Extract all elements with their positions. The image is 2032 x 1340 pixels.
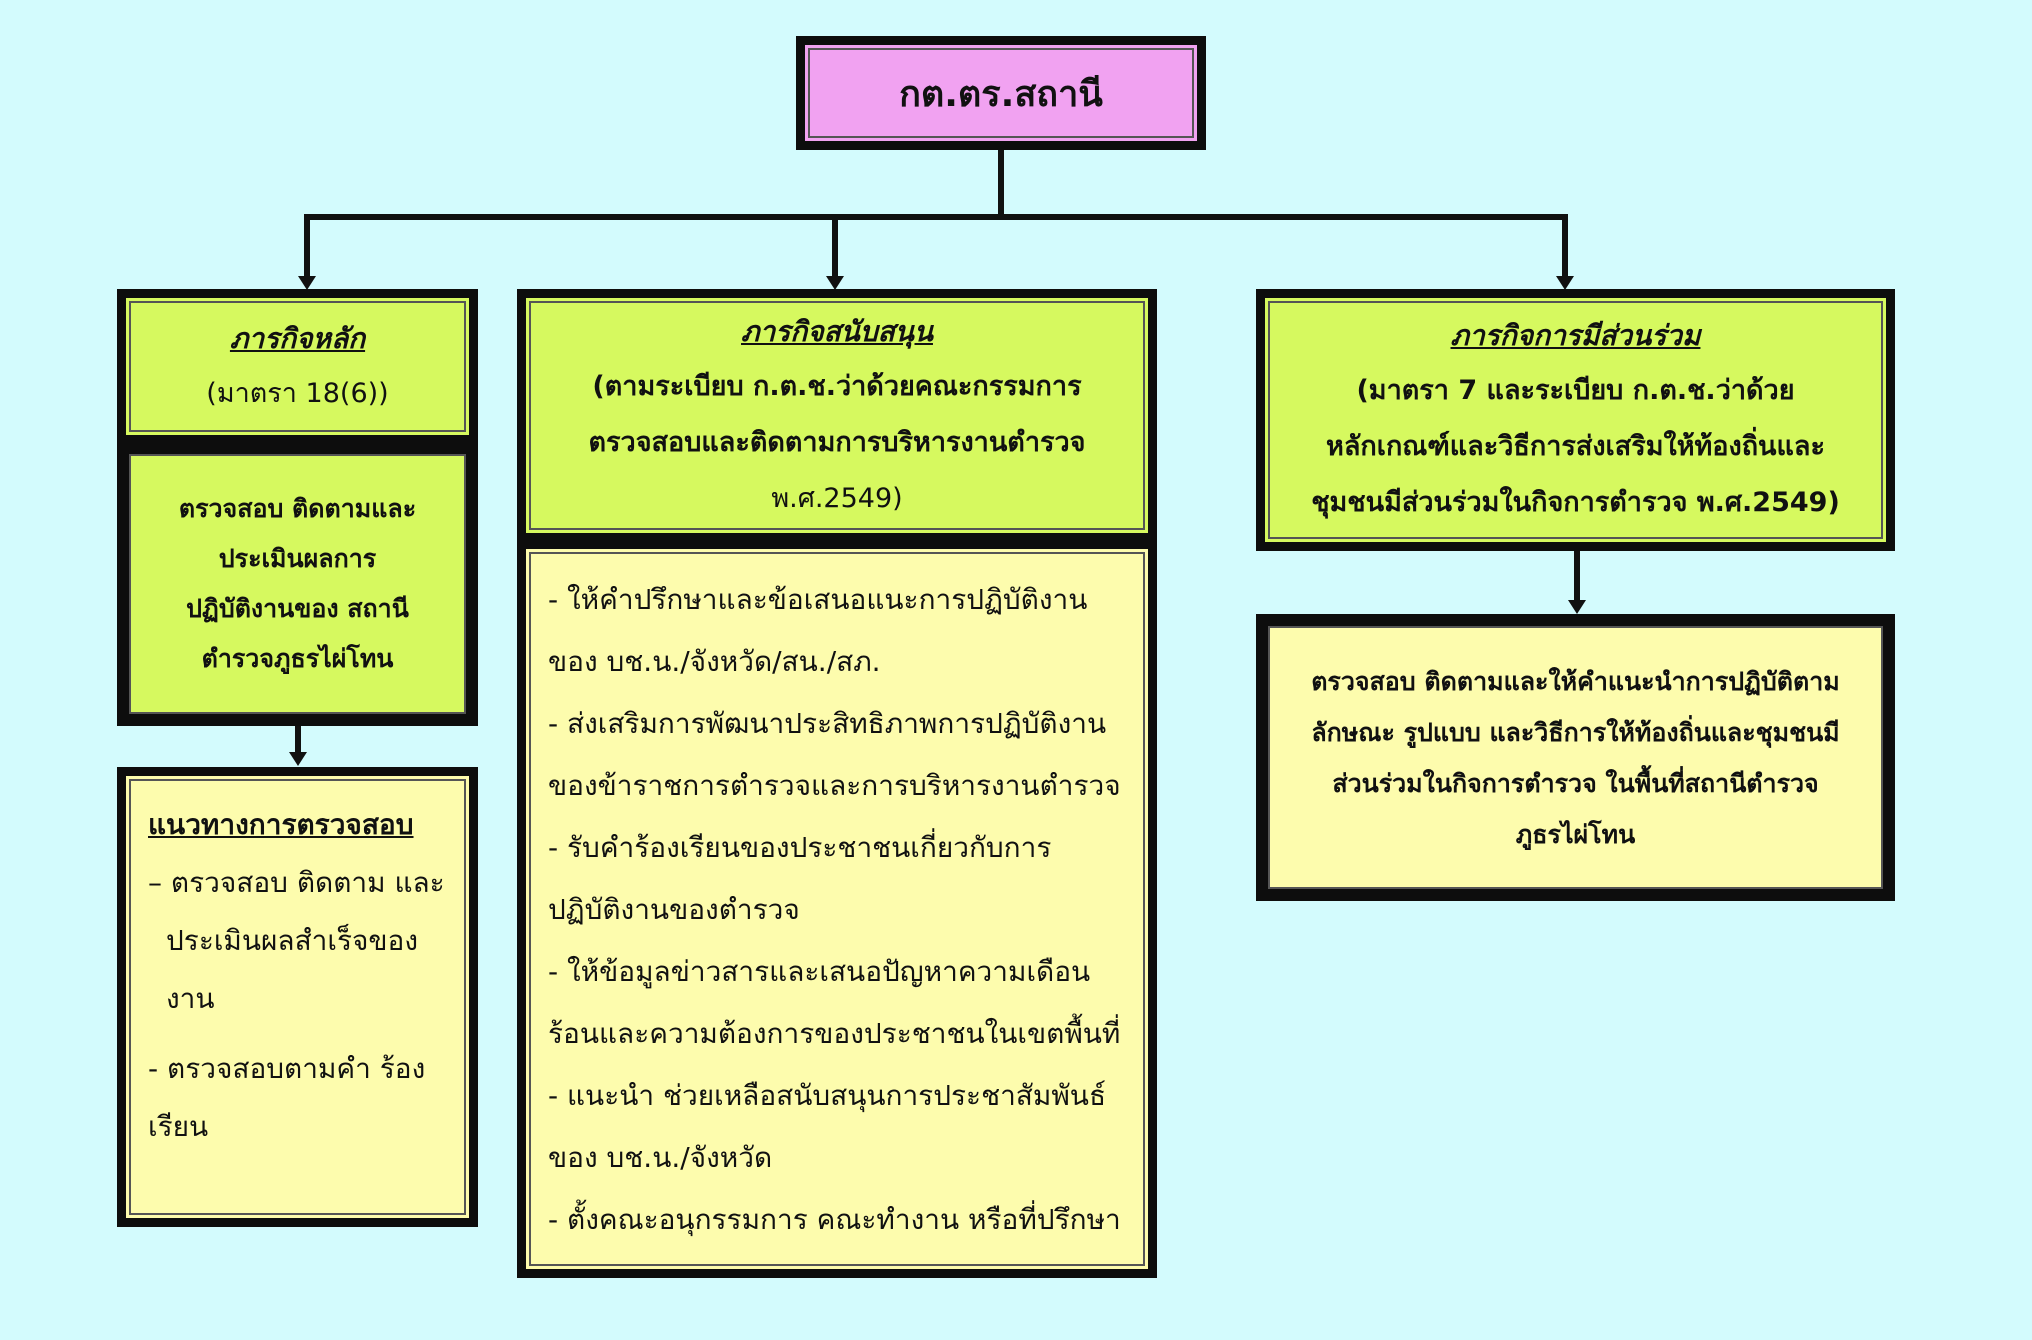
support-item-line: ของ บช.น./จังหวัด	[548, 1141, 773, 1174]
support-mission-header: ภารกิจสนับสนุน (ตามระเบียบ ก.ต.ช.ว่าด้วย…	[517, 289, 1157, 542]
guideline-heading: แนวทางการตรวจสอบ	[148, 808, 414, 841]
participation-mission-header: ภารกิจการมีส่วนร่วม (มาตรา 7 และระเบียบ …	[1256, 289, 1895, 551]
support-item-line: - ให้ข้อมูลข่าวสารและเสนอปัญหาความเดือน	[548, 955, 1091, 988]
support-item-line: ปฏิบัติงานของตำรวจ	[548, 893, 800, 926]
main-mission-subtitle: (มาตรา 18(6))	[206, 377, 389, 409]
main-mission-heading: ภารกิจหลัก	[229, 321, 366, 355]
participation-detail-line: ส่วนร่วมในกิจการตำรวจ ในพื้นที่สถานีตำรว…	[1332, 768, 1819, 798]
support-item-line: - แนะนำ ช่วยเหลือสนับสนุนการประชาสัมพันธ…	[548, 1079, 1107, 1112]
main-mission-detail: ตรวจสอบ ติดตามและ ประเมินผลการ ปฏิบัติงา…	[117, 442, 478, 726]
connector-line	[295, 726, 301, 754]
connector-line	[832, 214, 838, 276]
connector-line	[1562, 214, 1568, 276]
root-title: กต.ตร.สถานี	[899, 73, 1103, 115]
participation-detail-line: ภูธรไผ่โทน	[1515, 819, 1636, 849]
support-item-line: - ให้คำปรึกษาและข้อเสนอแนะการปฏิบัติงาน	[548, 583, 1088, 616]
detail-line: ประเมินผลการ	[218, 544, 377, 573]
connector-line	[304, 214, 310, 276]
support-subtitle-line: (ตามระเบียบ ก.ต.ช.ว่าด้วยคณะกรรมการ	[592, 370, 1082, 402]
detail-line: ตำรวจภูธรไผ่โทน	[201, 644, 394, 673]
participation-detail-line: ตรวจสอบ ติดตามและให้คำแนะนำการปฏิบัติตาม	[1311, 666, 1840, 696]
connector-line	[1574, 551, 1580, 601]
support-item-line: - ส่งเสริมการพัฒนาประสิทธิภาพการปฏิบัติง…	[548, 707, 1107, 740]
support-item-line: ของ บช.น./จังหวัด/สน./สภ.	[548, 645, 881, 678]
participation-subtitle-line: (มาตรา 7 และระเบียบ ก.ต.ช.ว่าด้วย	[1356, 375, 1795, 406]
guideline-line: – ตรวจสอบ ติดตาม และ	[148, 866, 445, 899]
arrow-down-icon	[1568, 600, 1586, 614]
detail-line: ปฏิบัติงานของ สถานี	[186, 594, 409, 623]
support-item-line: - รับคำร้องเรียนของประชาชนเกี่ยวกับการ	[548, 831, 1052, 864]
arrow-down-icon	[826, 276, 844, 290]
arrow-down-icon	[289, 752, 307, 766]
main-mission-header: ภารกิจหลัก (มาตรา 18(6))	[117, 289, 478, 444]
support-item-line: ของข้าราชการตำรวจและการบริหารงานตำรวจ	[548, 769, 1121, 802]
root-node: กต.ตร.สถานี	[796, 36, 1206, 150]
guideline-line: เรียน	[148, 1110, 209, 1143]
support-item-line: ร้อนและความต้องการของประชาชนในเขตพื้นที่	[548, 1017, 1121, 1050]
guideline-line: งาน	[166, 982, 215, 1015]
participation-subtitle-line: หลักเกณฑ์และวิธีการส่งเสริมให้ท้องถิ่นแล…	[1326, 431, 1825, 462]
support-subtitle-line: พ.ศ.2549)	[771, 482, 903, 514]
participation-detail: ตรวจสอบ ติดตามและให้คำแนะนำการปฏิบัติตาม…	[1256, 614, 1895, 901]
support-subtitle-line: ตรวจสอบและติดตามการบริหารงานตำรวจ	[588, 426, 1086, 458]
participation-subtitle-line: ชุมชนมีส่วนร่วมในกิจการตำรวจ พ.ศ.2549)	[1311, 487, 1840, 518]
arrow-down-icon	[298, 276, 316, 290]
guideline-line: - ตรวจสอบตามคำ ร้อง	[148, 1052, 426, 1085]
support-item-line: - ตั้งคณะอนุกรรมการ คณะทำงาน หรือที่ปรึก…	[548, 1203, 1121, 1236]
connector-line	[998, 150, 1004, 218]
connector-line	[304, 214, 1568, 220]
participation-mission-heading: ภารกิจการมีส่วนร่วม	[1450, 319, 1701, 352]
guideline-line: ประเมินผลสำเร็จของ	[166, 924, 419, 957]
guideline-box: แนวทางการตรวจสอบ – ตรวจสอบ ติดตาม และ ปร…	[117, 767, 478, 1227]
support-mission-items: - ให้คำปรึกษาและข้อเสนอแนะการปฏิบัติงาน …	[517, 540, 1157, 1278]
arrow-down-icon	[1556, 276, 1574, 290]
support-mission-heading: ภารกิจสนับสนุน	[741, 314, 933, 348]
participation-detail-line: ลักษณะ รูปแบบ และวิธีการให้ท้องถิ่นและชุ…	[1311, 717, 1840, 747]
detail-line: ตรวจสอบ ติดตามและ	[178, 494, 417, 523]
